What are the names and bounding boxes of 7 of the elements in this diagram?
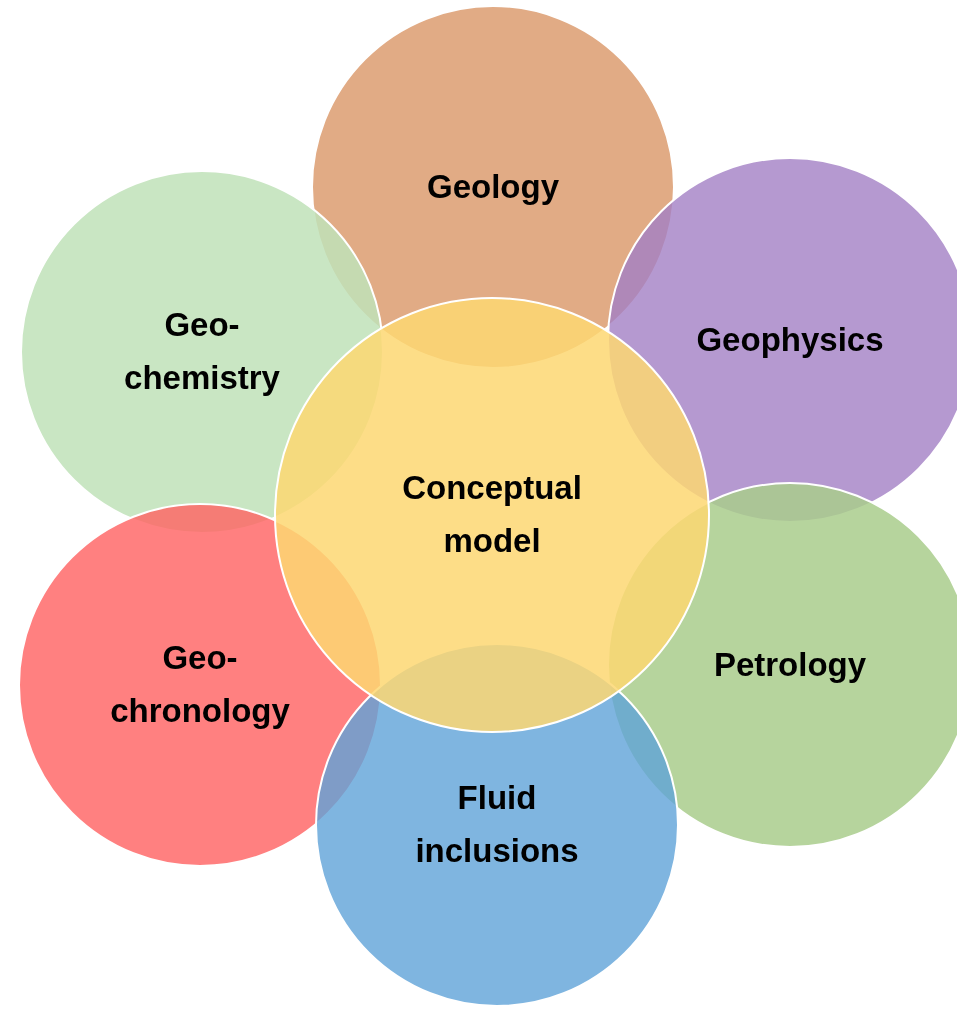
node-label: Geology [427, 166, 559, 207]
node-label: Fluid inclusions [414, 778, 580, 871]
node-label: Geo- chronology [109, 638, 291, 731]
node-label: Conceptual model [401, 468, 583, 561]
node-label: Geophysics [696, 319, 884, 360]
node-label: Geo- chemistry [123, 305, 281, 398]
node-label: Petrology [713, 644, 867, 685]
